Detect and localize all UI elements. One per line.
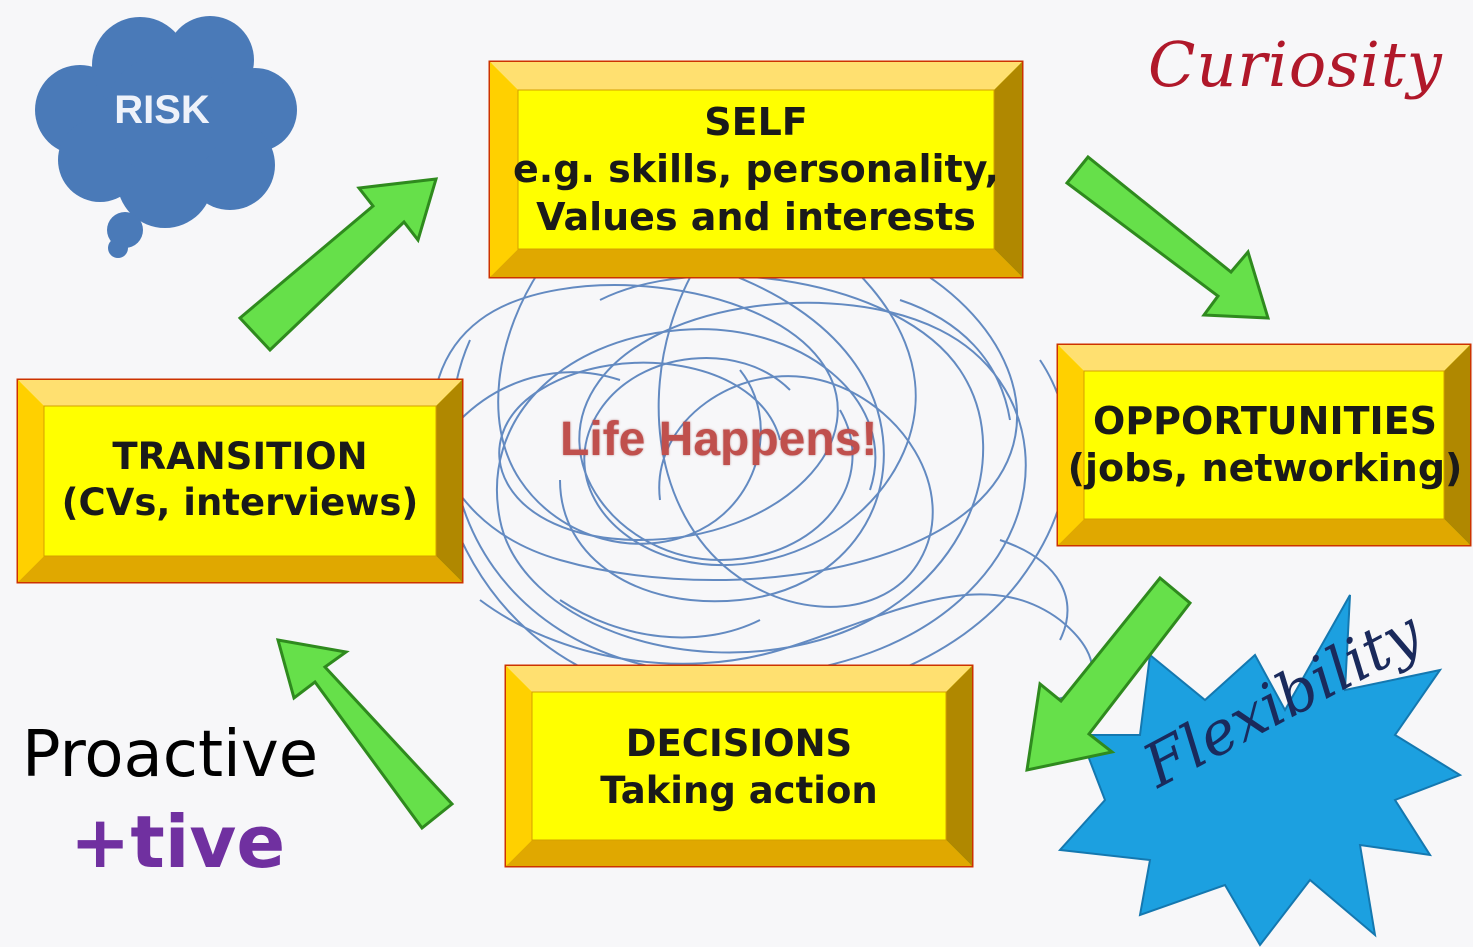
self-line-2: e.g. skills, personality, <box>513 147 999 192</box>
arrows <box>237 154 1271 831</box>
positive-label: +tive <box>70 800 286 884</box>
flexibility-starburst <box>1057 594 1463 947</box>
decisions-title: DECISIONS <box>625 722 853 766</box>
transition-line-2: (CVs, interviews) <box>61 481 419 524</box>
box-transition-frame <box>16 378 464 584</box>
self-line-3: Values and interests <box>536 194 976 239</box>
decisions-line-2: Taking action <box>600 768 878 812</box>
box-opportunities: OPPORTUNITIES (jobs, networking) <box>1060 370 1470 520</box>
box-transition: TRANSITION (CVs, interviews) <box>40 405 440 555</box>
arrow-self-to-opportunities <box>1064 154 1271 320</box>
arrow-decisions-to-transition <box>275 638 455 831</box>
opportunities-line-2: (jobs, networking) <box>1067 446 1463 490</box>
box-self-frame <box>488 60 1024 279</box>
transition-title: TRANSITION <box>112 434 368 478</box>
box-decisions: DECISIONS Taking action <box>532 695 946 840</box>
opportunities-title: OPPORTUNITIES <box>1093 398 1437 443</box>
risk-label: RISK <box>114 88 210 132</box>
arrow-opportunities-to-decisions <box>1025 575 1193 772</box>
life-happens-label: Life Happens! <box>560 413 878 466</box>
self-title: SELF <box>704 99 808 144</box>
risk-cloud <box>35 16 297 258</box>
life-scribble <box>432 216 1093 719</box>
box-decisions-frame <box>504 664 974 868</box>
arrow-transition-to-self <box>237 177 439 353</box>
curiosity-label: Curiosity <box>1148 28 1443 101</box>
box-self: SELF e.g. skills, personality, Values an… <box>500 80 1012 260</box>
proactive-label: Proactive <box>22 718 319 792</box>
box-opportunities-frame <box>1056 343 1472 547</box>
